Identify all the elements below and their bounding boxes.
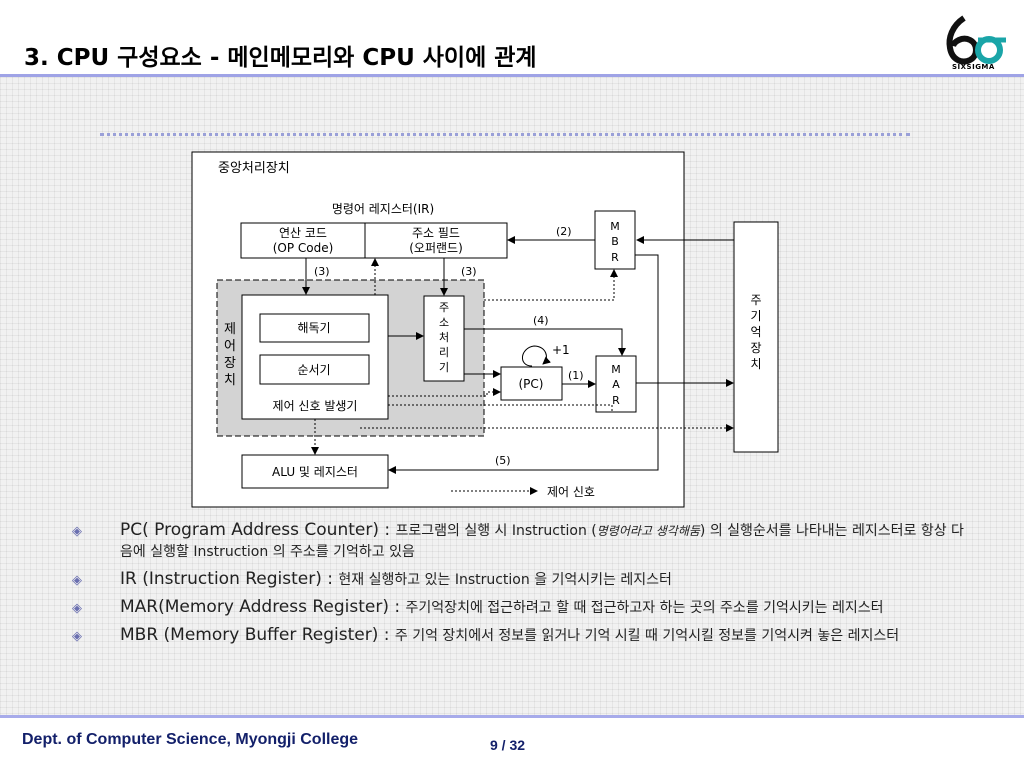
pc-text-e: Instruction [193,544,269,560]
sixsigma-logo-icon [946,15,1006,65]
sequencer-box [259,354,370,385]
arrow-addr-proc-to-mar [464,328,626,356]
bullet-mar: ◈ MAR(Memory Address Register) : 주기억장치에 … [72,597,972,619]
ir-title: 명령어 레지스터(IR) [332,202,434,216]
diamond-bullet-icon: ◈ [72,573,82,588]
label-3a: (3) [314,265,330,278]
logo-text: SIXSIGMA [952,63,995,71]
arrow-mbr-to-alu [388,254,659,474]
label-2: (2) [556,225,572,238]
address-processor-box [423,295,465,382]
label-4: (4) [533,314,549,327]
memory-char: 주 [750,293,761,307]
diamond-bullet-icon: ◈ [72,629,82,644]
label-1: (1) [568,369,584,382]
ir-text-b: Instruction [454,572,530,588]
pc-text-d: ) 의 실행순서를 나타내는 레지스터로 항상 다음에 실행할 [120,523,964,560]
mbr-text-a: 주 기억 장치에서 정보를 읽거나 기억 시킬 때 기억시킬 정보를 기억시켜 … [394,628,900,644]
main-memory-box [733,221,779,453]
opcode-line2: (OP Code) [273,241,334,255]
definition-list: ◈ PC( Program Address Counter) : 프로그램의 실… [72,520,972,653]
pc-increment-loop [522,345,551,367]
diamond-bullet-icon: ◈ [72,524,82,539]
label-5: (5) [495,454,511,467]
term-ir: IR (Instruction Register) : [120,569,339,589]
control-char: 장 [224,356,236,371]
addr-proc-char: 기 [439,361,449,374]
ir-text-a: 현재 실행하고 있는 [338,572,455,588]
signal-generator-label: 제어 신호 발생기 [273,399,358,413]
bullet-ir: ◈ IR (Instruction Register) : 현재 실행하고 있는… [72,569,972,591]
addr-proc-char: 소 [439,316,449,329]
alu-label: ALU 및 레지스터 [272,465,358,479]
mar-box [595,355,637,413]
slide-title: 3. CPU 구성요소 - 메인메모리와 CPU 사이에 관계 [24,45,537,71]
ctrl-signal-to-mar [388,404,613,413]
pc-text-a: 프로그램의 실행 시 [395,523,512,539]
memory-char: 치 [750,357,761,371]
page-number: 9 / 32 [490,737,526,753]
footer-rule [0,715,1024,718]
decoder-label: 해독기 [297,321,330,335]
term-mar: MAR(Memory Address Register) : [120,597,406,617]
address-field-line1: 주소 필드 [412,226,460,240]
title-rule [0,74,1024,77]
memory-char: 기 [750,309,761,323]
ir-text-c: 을 기억시키는 레지스터 [529,572,672,588]
control-char: 어 [224,339,236,354]
addr-proc-char: 처 [439,331,449,344]
mar-char: R [612,394,620,407]
pc-text-c: 명령어라고 생각해둠 [596,524,700,538]
mbr-char: R [611,251,619,264]
mar-char: M [611,363,621,376]
diamond-bullet-icon: ◈ [72,601,82,616]
title-bar: 3. CPU 구성요소 - 메인메모리와 CPU 사이에 관계 SIXSIGMA [0,0,1024,77]
opcode-line1: 연산 코드 [279,226,327,240]
pc-text-b: Instruction ( [511,523,597,539]
address-field-box [364,222,508,259]
pc-text-f: 의 주소를 기억하고 있음 [268,544,415,560]
footer [0,718,1024,768]
pc-label: (PC) [519,377,544,391]
addr-proc-char: 리 [439,346,449,359]
sequencer-label: 순서기 [297,363,330,377]
opcode-box [240,222,366,259]
memory-char: 장 [750,341,761,355]
mbr-box [594,210,636,270]
mar-char: A [612,378,620,391]
mar-text-a: 주기억장치에 접근하려고 할 때 접근하고자 하는 곳의 주소를 기억시키는 레… [405,600,884,616]
section-divider [100,133,910,136]
mbr-char: B [611,235,619,248]
cpu-label: 중앙처리장치 [218,161,290,176]
term-pc: PC( Program Address Counter) : [120,520,396,540]
footer-department: Dept. of Computer Science, Myongji Colle… [22,731,359,748]
memory-char: 억 [750,325,761,339]
pc-box [500,366,563,401]
bullet-mbr: ◈ MBR (Memory Buffer Register) : 주 기억 장치… [72,625,972,647]
addr-proc-char: 주 [439,301,449,314]
control-char: 제 [224,322,236,337]
ctrl-signal-to-mbr [484,269,618,301]
control-char: 치 [224,373,236,388]
term-mbr: MBR (Memory Buffer Register) : [120,625,395,645]
ctrl-signal-to-pc [388,388,501,397]
address-field-line2: (오퍼랜드) [409,241,463,255]
plus-one-label: +1 [552,343,570,357]
alu-box [241,454,389,489]
mbr-char: M [610,220,620,233]
label-3b: (3) [461,265,477,278]
bullet-pc: ◈ PC( Program Address Counter) : 프로그램의 실… [72,520,972,563]
legend-label: 제어 신호 [547,485,595,499]
decoder-box [259,313,370,343]
